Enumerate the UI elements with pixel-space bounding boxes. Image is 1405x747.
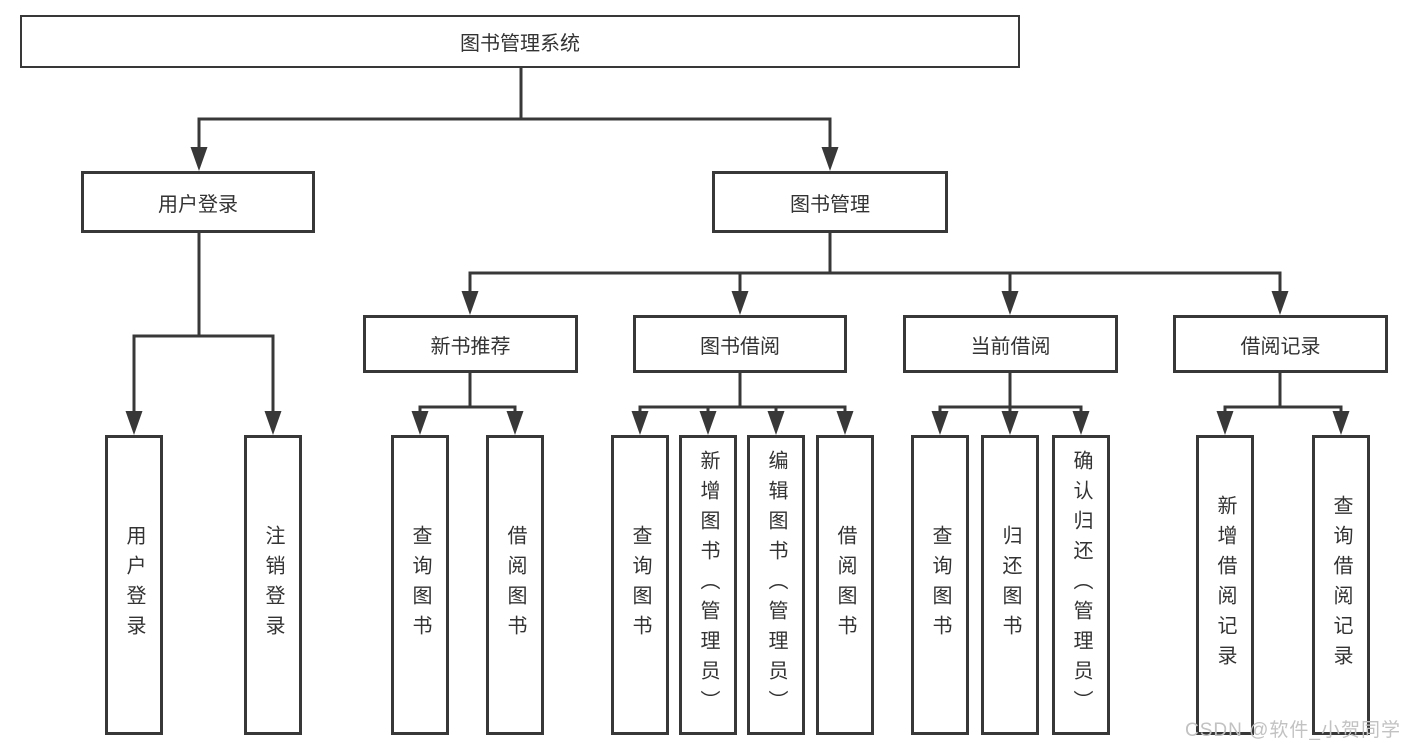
node-borrowing-records: 借阅记录 bbox=[1173, 315, 1388, 373]
leaf-label: 注销登录 bbox=[262, 525, 284, 645]
leaf-label: 编辑图书（管理员） bbox=[765, 450, 787, 720]
leaf-logout: 注销登录 bbox=[244, 435, 302, 735]
leaf-confirm-return-admin: 确认归还（管理员） bbox=[1052, 435, 1110, 735]
csdn-watermark: CSDN @软件_小贺同学 bbox=[1185, 720, 1401, 741]
node-book-management: 图书管理 bbox=[712, 171, 948, 233]
leaf-label: 查询借阅记录 bbox=[1330, 495, 1352, 675]
leaf-borrow-books-recommend: 借阅图书 bbox=[486, 435, 544, 735]
leaf-label: 查询图书 bbox=[929, 525, 951, 645]
leaf-label: 归还图书 bbox=[999, 525, 1021, 645]
leaf-add-books-admin: 新增图书（管理员） bbox=[679, 435, 737, 735]
leaf-add-borrow-record: 新增借阅记录 bbox=[1196, 435, 1254, 735]
leaf-user-login: 用户登录 bbox=[105, 435, 163, 735]
node-label: 图书管理系统 bbox=[460, 33, 580, 55]
node-user-login: 用户登录 bbox=[81, 171, 315, 233]
leaf-borrow-books: 借阅图书 bbox=[816, 435, 874, 735]
node-current-borrowing: 当前借阅 bbox=[903, 315, 1118, 373]
leaf-query-borrow-record: 查询借阅记录 bbox=[1312, 435, 1370, 735]
node-new-book-recommendation: 新书推荐 bbox=[363, 315, 578, 373]
leaf-label: 查询图书 bbox=[409, 525, 431, 645]
leaf-query-books-recommend: 查询图书 bbox=[391, 435, 449, 735]
node-label: 当前借阅 bbox=[970, 335, 1051, 358]
leaf-edit-books-admin: 编辑图书（管理员） bbox=[747, 435, 805, 735]
leaf-label: 新增图书（管理员） bbox=[697, 450, 719, 720]
node-label: 借阅记录 bbox=[1240, 335, 1321, 358]
node-label: 图书借阅 bbox=[700, 335, 780, 358]
leaf-label: 确认归还（管理员） bbox=[1070, 450, 1092, 720]
node-label: 图书管理 bbox=[790, 193, 870, 216]
node-book-borrowing: 图书借阅 bbox=[633, 315, 847, 373]
leaf-query-books-borrow: 查询图书 bbox=[611, 435, 669, 735]
leaf-return-books: 归还图书 bbox=[981, 435, 1039, 735]
node-label: 新书推荐 bbox=[430, 335, 511, 358]
leaf-query-books-current: 查询图书 bbox=[911, 435, 969, 735]
node-label: 用户登录 bbox=[158, 193, 238, 216]
node-library-management-system: 图书管理系统 bbox=[20, 15, 1020, 68]
leaf-label: 借阅图书 bbox=[504, 525, 526, 645]
leaf-label: 新增借阅记录 bbox=[1214, 495, 1236, 675]
leaf-label: 用户登录 bbox=[123, 525, 145, 645]
leaf-label: 查询图书 bbox=[629, 525, 651, 645]
leaf-label: 借阅图书 bbox=[834, 525, 856, 645]
